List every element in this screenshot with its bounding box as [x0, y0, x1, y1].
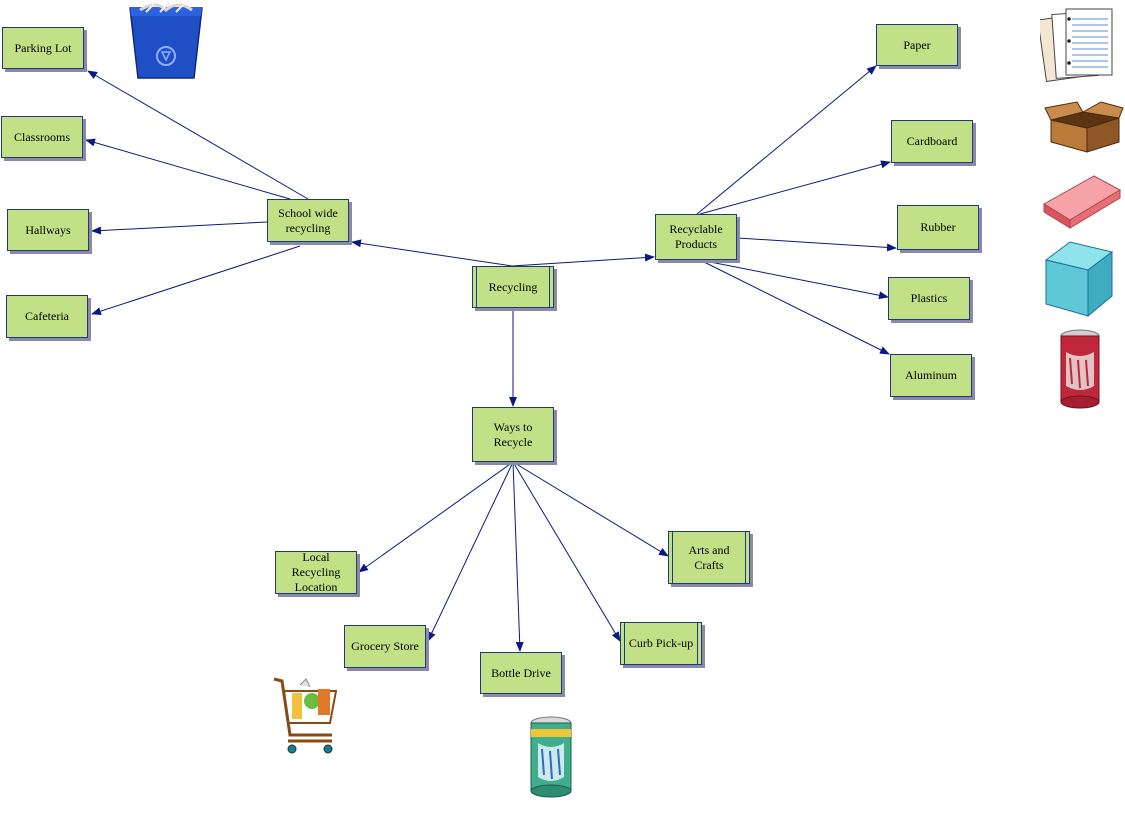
- shopping-cart-icon: [273, 677, 338, 754]
- node-bottle-drive-label: Bottle Drive: [491, 665, 551, 680]
- link-school-parking: [87, 70, 309, 200]
- eraser-icon: [1043, 175, 1122, 229]
- link-products-cardboard: [699, 160, 891, 215]
- node-cafeteria-label: Cafeteria: [25, 309, 69, 323]
- node-paper-label: Paper: [903, 37, 931, 52]
- node-paper[interactable]: Paper: [876, 24, 958, 66]
- link-recycling-school: [351, 239, 513, 267]
- node-local-recycling-location-label: Local Recycling Location: [291, 550, 341, 594]
- node-classrooms[interactable]: Classrooms: [1, 116, 83, 158]
- node-arts-and-crafts-label: Arts and Crafts: [688, 542, 730, 572]
- link-ways-curb: [512, 461, 621, 642]
- link-ways-arts: [512, 461, 669, 557]
- plastic-cube-icon: [1044, 241, 1114, 318]
- link-ways-grocery: [427, 461, 514, 642]
- node-recyclable-products[interactable]: Recyclable Products: [655, 214, 737, 260]
- link-school-hallways: [91, 221, 268, 235]
- node-rubber[interactable]: Rubber: [897, 205, 979, 250]
- soda-can-green-icon: [530, 716, 572, 798]
- node-arts-and-crafts[interactable]: Arts and Crafts: [668, 531, 750, 584]
- soda-can-red-icon: [1060, 329, 1100, 409]
- link-products-plastics: [699, 259, 889, 300]
- node-curb-pick-up[interactable]: Curb Pick-up: [620, 622, 702, 665]
- node-hallways[interactable]: Hallways: [7, 209, 89, 251]
- recycling-bin-icon: [129, 2, 203, 79]
- link-school-classrooms: [85, 138, 291, 200]
- node-aluminum-label: Aluminum: [904, 368, 957, 382]
- node-recycling-label: Recycling: [488, 279, 538, 294]
- link-school-cafeteria: [91, 245, 301, 316]
- link-products-rubber: [737, 237, 897, 252]
- node-parking-lot[interactable]: Parking Lot: [2, 27, 84, 69]
- link-products-aluminum: [699, 259, 890, 355]
- link-ways-local: [358, 461, 514, 573]
- node-local-recycling-location[interactable]: Local Recycling Location: [275, 550, 357, 594]
- node-classrooms-label: Classrooms: [13, 129, 70, 144]
- node-ways-to-recycle[interactable]: Ways to Recycle: [472, 407, 554, 462]
- node-recyclable-products-label: Recyclable Products: [669, 222, 723, 251]
- node-ways-to-recycle-label: Ways to Recycle: [493, 419, 533, 449]
- node-school-wide-recycling-label: School wide recycling: [278, 205, 338, 235]
- node-cardboard[interactable]: Cardboard: [891, 120, 973, 163]
- cardboard-box-icon: [1044, 101, 1124, 153]
- node-parking-lot-label: Parking Lot: [14, 40, 72, 55]
- node-school-wide-recycling[interactable]: School wide recycling: [267, 199, 349, 242]
- node-curb-pick-up-label: Curb Pick-up: [628, 636, 694, 650]
- link-products-paper: [696, 65, 877, 215]
- node-rubber-label: Rubber: [920, 220, 956, 234]
- node-cardboard-label: Cardboard: [906, 134, 958, 148]
- node-recycling[interactable]: Recycling: [472, 266, 554, 308]
- node-plastics[interactable]: Plastics: [888, 277, 970, 320]
- paper-sheets-icon: [1040, 8, 1113, 83]
- node-grocery-store[interactable]: Grocery Store: [344, 625, 426, 668]
- link-ways-bottle: [512, 461, 524, 652]
- link-recycling-products: [511, 253, 655, 267]
- node-cafeteria[interactable]: Cafeteria: [6, 295, 88, 338]
- node-aluminum[interactable]: Aluminum: [890, 354, 972, 397]
- node-plastics-label: Plastics: [910, 291, 948, 305]
- node-grocery-store-label: Grocery Store: [351, 639, 419, 653]
- node-bottle-drive[interactable]: Bottle Drive: [480, 652, 562, 694]
- node-hallways-label: Hallways: [25, 222, 71, 237]
